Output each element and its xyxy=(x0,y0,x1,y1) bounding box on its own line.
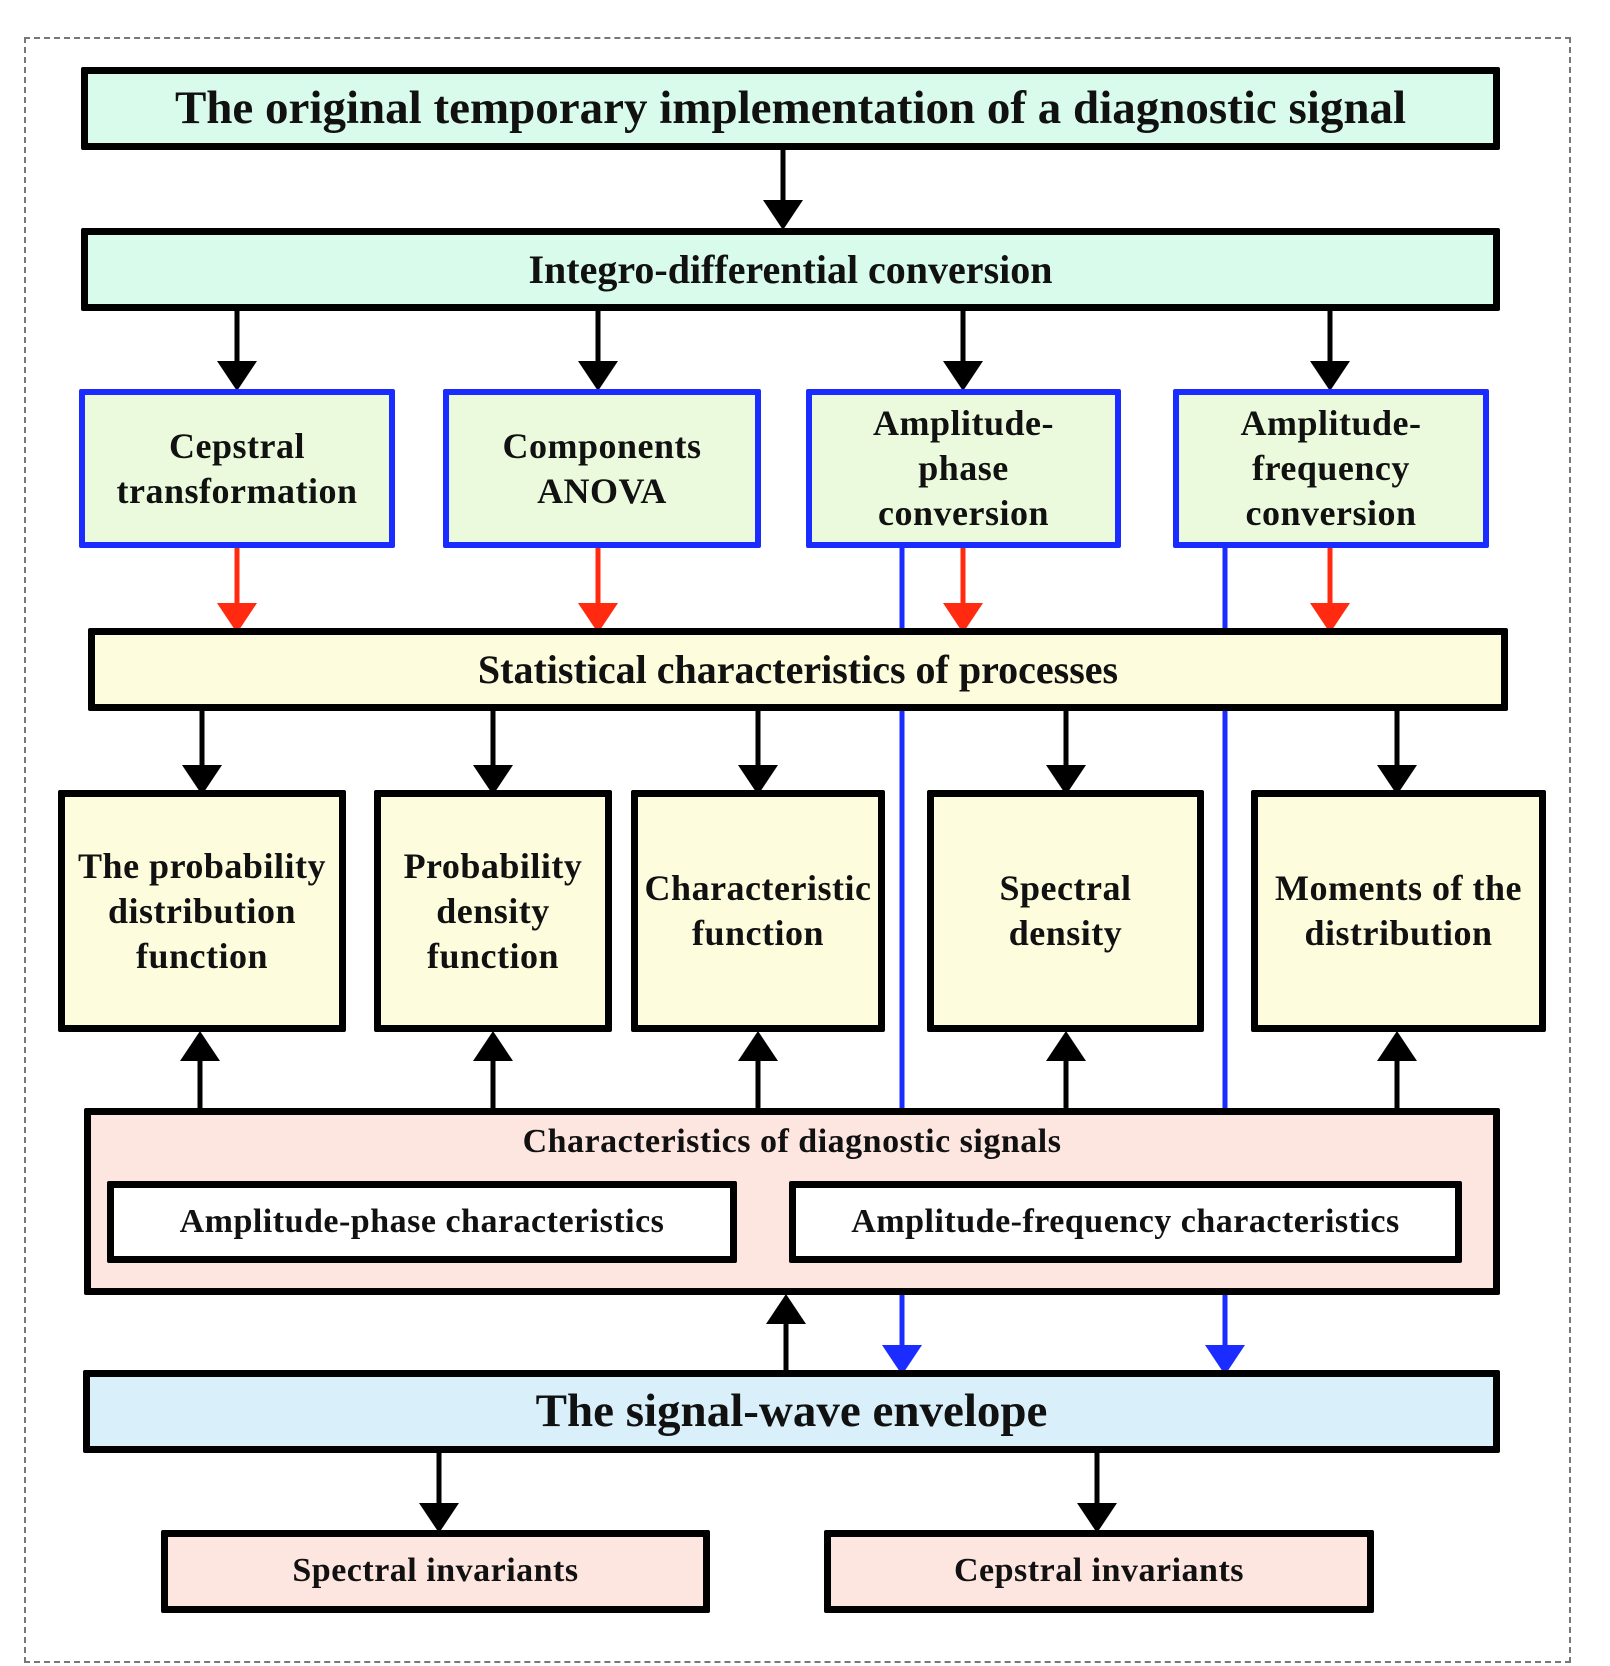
label-line: function xyxy=(426,935,559,976)
label-line: Amplitude- xyxy=(1240,403,1422,443)
signal-wave-envelope-box: The signal-wave envelope xyxy=(83,1370,1500,1453)
label-line: The probability xyxy=(78,845,326,886)
label-line: Components xyxy=(502,425,702,466)
cepstral-invariants-label: Cepstral invariants xyxy=(954,1552,1244,1590)
label-line: density xyxy=(436,890,550,931)
diagnostic-signals-box: Characteristics of diagnostic signals Am… xyxy=(84,1108,1500,1295)
label-line: distribution xyxy=(107,890,297,931)
label-line: phase xyxy=(918,448,1009,488)
amplitude-frequency-characteristics-label: Amplitude-frequency characteristics xyxy=(851,1202,1400,1240)
spectral-invariants-box: Spectral invariants xyxy=(161,1530,710,1613)
original-signal-label: The original temporary implementation of… xyxy=(174,82,1407,135)
spectral-invariants-label: Spectral invariants xyxy=(292,1552,579,1590)
spectral-density-box: Spectral density xyxy=(927,790,1204,1032)
label-line: Moments of the xyxy=(1275,868,1522,908)
amplitude-frequency-conversion-box: Amplitude-frequency conversion xyxy=(1173,389,1489,548)
label-line: Amplitude- xyxy=(872,403,1054,443)
label-line: Spectral xyxy=(999,868,1132,908)
conversion-label: Integro-differential conversion xyxy=(528,246,1053,292)
diagram-frame xyxy=(24,37,1571,1663)
envelope-label: The signal-wave envelope xyxy=(535,1385,1048,1438)
label-line: distribution xyxy=(1304,913,1493,953)
characteristic-function-box: Characteristic function xyxy=(631,790,885,1032)
label-line: transformation xyxy=(116,470,358,511)
label-line: conversion xyxy=(877,493,1049,533)
label-line: density xyxy=(1008,913,1123,953)
label-line: function xyxy=(691,913,825,953)
amplitude-phase-characteristics-label: Amplitude-phase characteristics xyxy=(179,1202,665,1240)
cepstral-invariants-box: Cepstral invariants xyxy=(824,1530,1374,1613)
statistical-characteristics-box: Statistical characteristics of processes xyxy=(88,628,1508,711)
statistical-label: Statistical characteristics of processes xyxy=(477,646,1119,692)
moments-of-distribution-box: Moments of the distribution xyxy=(1251,790,1546,1032)
diagnostic-signals-title: Characteristics of diagnostic signals xyxy=(522,1123,1062,1160)
label-line: Cepstral xyxy=(169,425,305,466)
label-line: Probability xyxy=(403,845,583,886)
conversion-box: Integro-differential conversion xyxy=(81,228,1500,311)
amplitude-phase-characteristics-box: Amplitude-phase characteristics xyxy=(107,1181,737,1263)
original-signal-box: The original temporary implementation of… xyxy=(81,67,1500,150)
label-line: Characteristic xyxy=(644,868,872,908)
label-line: ANOVA xyxy=(537,470,667,511)
label-line: frequency xyxy=(1252,448,1410,488)
label-line: conversion xyxy=(1245,493,1417,533)
label-line: function xyxy=(135,935,269,976)
amplitude-phase-conversion-box: Amplitude-phase conversion xyxy=(806,389,1121,548)
amplitude-frequency-characteristics-box: Amplitude-frequency characteristics xyxy=(789,1181,1462,1263)
